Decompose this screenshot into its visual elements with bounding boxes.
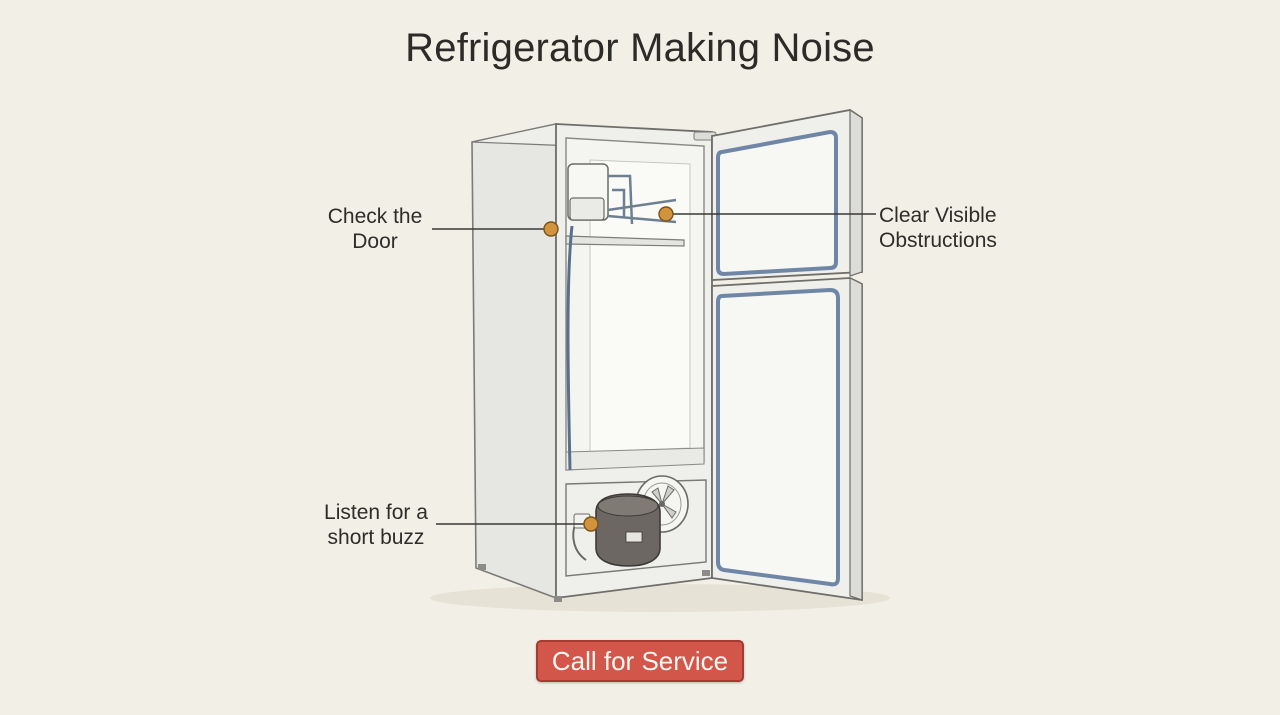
refrigerant-tube [566,225,574,471]
interior-shelf [565,235,685,247]
upper-door-edge [849,108,863,277]
evaporator-pipes [607,174,677,225]
callout-line: Door [352,230,398,253]
lower-door-edge [849,277,863,601]
callout-line: Check the [327,205,423,228]
lower-door-gasket [716,287,840,587]
callout-line: Obstructions [879,229,997,252]
callout-line: short buzz [327,526,425,549]
upper-door-gasket [716,129,838,277]
marker-buzz [583,516,599,532]
interior-floor [565,447,705,471]
call-for-service-button[interactable]: Call for Service [536,640,744,682]
page-title: Refrigerator Making Noise [405,26,875,70]
marker-obstructions [658,206,674,222]
callout-check-door: Check the Door [316,204,434,254]
marker-door [543,221,559,237]
callout-line: Listen for a [324,501,428,524]
cabinet-foot [554,596,562,602]
callout-listen-buzz: Listen for a short buzz [316,500,436,550]
evaporator-bracket [569,197,605,221]
cabinet-side-panel [471,123,557,600]
cabinet-foot [702,570,710,576]
callout-clear-obstructions: Clear Visible Obstructions [879,203,1029,253]
callout-line: Clear Visible [879,204,997,227]
cabinet-foot [478,564,486,570]
